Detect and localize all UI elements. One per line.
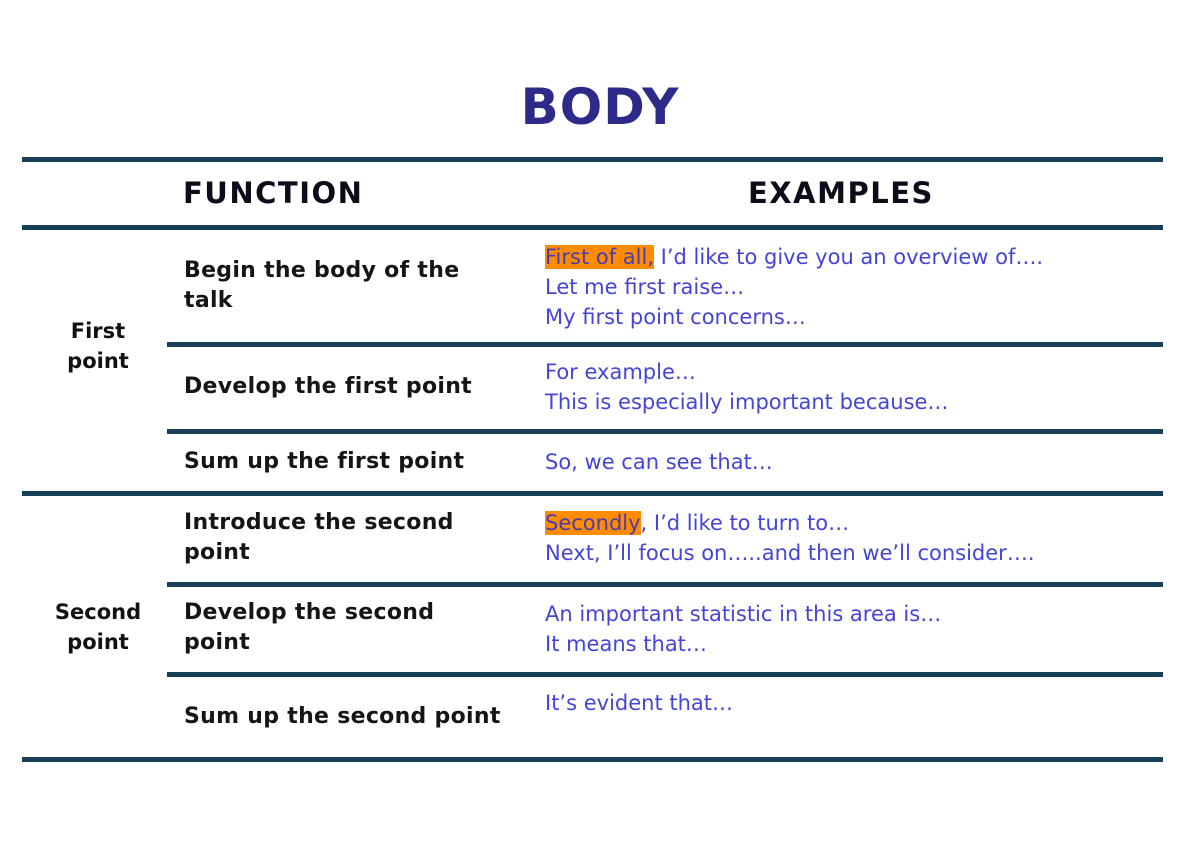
examples-cell: Secondly, I’d like to turn to… Next, I’l…	[545, 508, 1165, 568]
group-label-line: First	[70, 319, 126, 343]
example-text: This is especially important because…	[545, 390, 949, 414]
examples-cell: So, we can see that…	[545, 447, 1165, 477]
example-line: This is especially important because…	[545, 387, 1165, 417]
example-line: It means that…	[545, 629, 1165, 659]
function-cell: Develop the first point	[184, 374, 472, 399]
example-text: It’s evident that…	[545, 691, 734, 715]
function-cell: Develop the second point	[184, 600, 435, 655]
example-text: I’d like to give you an overview of….	[654, 245, 1044, 269]
group-label-second-point: Second point	[30, 597, 166, 657]
example-text: Next, I’ll focus on…..and then we’ll con…	[545, 541, 1035, 565]
example-line: Secondly, I’d like to turn to…	[545, 508, 1165, 538]
header-bottom-rule	[22, 225, 1163, 230]
example-line: First of all, I’d like to give you an ov…	[545, 242, 1165, 272]
function-cell: Sum up the first point	[184, 449, 465, 474]
highlighted-phrase: Secondly	[545, 511, 641, 535]
example-text: It means that…	[545, 632, 707, 656]
example-text: For example…	[545, 360, 696, 384]
examples-cell: An important statistic in this area is… …	[545, 599, 1165, 659]
example-text: Let me first raise…	[545, 275, 745, 299]
example-text: An important statistic in this area is…	[545, 602, 942, 626]
row-divider	[167, 582, 1163, 587]
row-divider	[167, 672, 1163, 677]
column-header-examples: EXAMPLES	[748, 176, 934, 210]
table-bottom-rule	[22, 757, 1163, 762]
example-line: So, we can see that…	[545, 447, 1165, 477]
table-top-rule	[22, 157, 1163, 162]
column-header-function: FUNCTION	[183, 176, 364, 210]
group-label-line: point	[67, 630, 129, 654]
group-label-line: Second	[54, 600, 142, 624]
example-text: My first point concerns…	[545, 305, 806, 329]
function-cell: Sum up the second point	[184, 704, 501, 729]
example-text: So, we can see that…	[545, 450, 773, 474]
examples-cell: It’s evident that…	[545, 688, 1165, 718]
row-divider	[167, 342, 1163, 347]
example-line: Next, I’ll focus on…..and then we’ll con…	[545, 538, 1165, 568]
page-title: BODY	[520, 78, 680, 136]
example-line: An important statistic in this area is…	[545, 599, 1165, 629]
example-line: It’s evident that…	[545, 688, 1165, 718]
row-divider	[167, 429, 1163, 434]
example-text: , I’d like to turn to…	[640, 511, 850, 535]
examples-cell: For example… This is especially importan…	[545, 357, 1165, 417]
example-line: My first point concerns…	[545, 302, 1165, 332]
highlighted-phrase: First of all,	[545, 245, 654, 269]
function-cell: Begin the body of the talk	[184, 258, 460, 313]
group-divider	[22, 491, 1163, 496]
example-line: Let me first raise…	[545, 272, 1165, 302]
example-line: For example…	[545, 357, 1165, 387]
function-cell: Introduce the second point	[184, 510, 454, 565]
group-label-line: point	[67, 349, 129, 373]
examples-cell: First of all, I’d like to give you an ov…	[545, 242, 1165, 332]
group-label-first-point: First point	[30, 316, 166, 376]
